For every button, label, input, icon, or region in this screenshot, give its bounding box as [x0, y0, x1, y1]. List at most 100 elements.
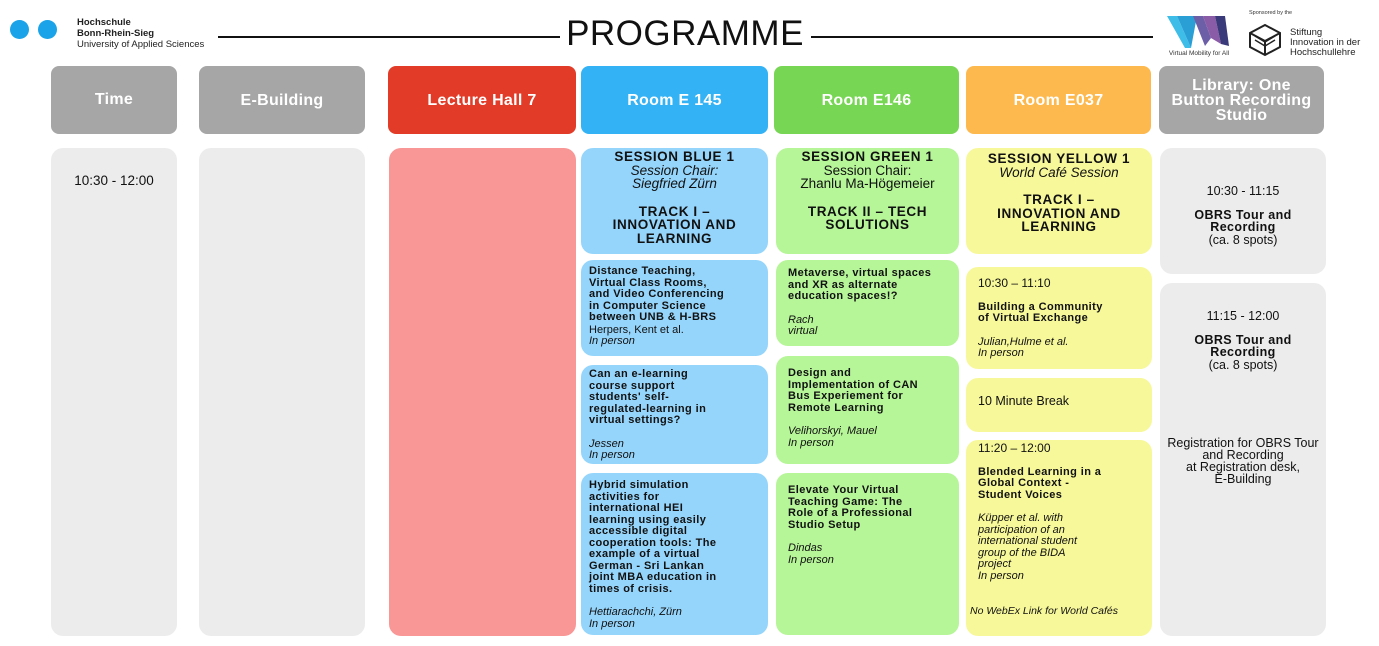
talk-mode: In person — [978, 347, 1024, 359]
talk-mode: In person — [589, 335, 635, 347]
talk-title-line: German - Sri Lankan — [589, 559, 705, 572]
session-chair-label: Session Chair: — [823, 162, 912, 178]
talk-title-line: education spaces!? — [788, 290, 898, 302]
library-spots: (ca. 8 spots) — [1208, 233, 1278, 247]
track-line: TRACK I – — [1023, 192, 1095, 207]
talk-authors: Jessen — [589, 437, 624, 450]
talk-title-line: cooperation tools: The — [589, 536, 717, 549]
talk-title-line: Blended Learning in a — [978, 465, 1102, 478]
talk-card[interactable]: Elevate Your Virtual Teaching Game: The … — [776, 473, 959, 635]
time-column: 10:30 - 12:00 — [51, 148, 177, 636]
column-header-lecture-hall: Lecture Hall 7 — [388, 66, 576, 134]
talk-mode: In person — [978, 569, 1024, 582]
session-card-green[interactable]: SESSION GREEN 1 Session Chair: Zhanlu Ma… — [776, 148, 959, 254]
track-line: INNOVATION AND — [997, 205, 1121, 221]
time-slot: 10:30 - 12:00 — [74, 173, 154, 188]
talk-mode: In person — [788, 436, 834, 449]
library-slot-2[interactable]: 11:15 - 12:00 OBRS Tour and Recording (c… — [1160, 283, 1326, 636]
slot-time: 11:20 – 12:00 — [978, 441, 1051, 455]
talk-title-line: Hybrid simulation — [589, 479, 689, 491]
session-card-blue[interactable]: SESSION BLUE 1 Session Chair: Siegfried … — [581, 148, 768, 254]
talk-title-line: Implementation of CAN — [788, 378, 919, 391]
talk-mode: In person — [589, 617, 635, 630]
talk-title-line: times of crisis. — [589, 582, 673, 595]
talk-title-line: Virtual Class Rooms, — [589, 276, 707, 289]
session-chair-name: Siegfried Zürn — [632, 176, 717, 191]
talk-title-line: between UNB & H-BRS — [589, 311, 717, 323]
talk-authors-line: Küpper et al. with — [978, 512, 1063, 524]
talk-card[interactable]: Hybrid simulation activities for interna… — [581, 473, 768, 635]
sponsor-line: Innovation in der — [1290, 37, 1361, 48]
session-subtitle: World Café Session — [999, 164, 1119, 180]
title-rule-left — [218, 36, 560, 38]
talk-authors-line: project — [978, 558, 1012, 570]
sponsored-by-label: Sponsored by the — [1249, 10, 1293, 16]
talk-title-line: learning using easily — [589, 513, 707, 526]
talk-title-line: Global Context - — [978, 477, 1070, 489]
session-title: SESSION BLUE 1 — [614, 149, 735, 164]
talk-title-line: Studio Setup — [788, 518, 861, 531]
slot-time: 10:30 - 11:15 — [1206, 184, 1280, 198]
talk-title-line: regulated-learning in — [589, 402, 707, 415]
talk-title-line: activities for — [589, 490, 660, 503]
talk-title-line: Building a Community — [978, 300, 1103, 313]
library-title-line: OBRS Tour and — [1194, 333, 1292, 347]
registration-line: and Recording — [1202, 448, 1284, 462]
library-slot-1[interactable]: 10:30 - 11:15 OBRS Tour and Recording (c… — [1160, 148, 1326, 274]
library-spots: (ca. 8 spots) — [1208, 358, 1278, 372]
talk-card[interactable]: Design and Implementation of CAN Bus Exp… — [776, 356, 959, 464]
break-label: 10 Minute Break — [978, 394, 1070, 408]
sponsor-name: Stiftung Innovation in der Hochschullehr… — [1290, 28, 1360, 58]
world-cafe-slot-2[interactable]: 11:20 – 12:00 Blended Learning in a Glob… — [966, 440, 1152, 636]
talk-authors-line: participation of an — [978, 523, 1065, 536]
talk-card[interactable]: Distance Teaching, Virtual Class Rooms, … — [581, 260, 768, 356]
registration-line: at Registration desk, — [1186, 460, 1300, 474]
talk-card[interactable]: Can an e-learning course support student… — [581, 365, 768, 464]
talk-authors: Herpers, Kent et al. — [589, 323, 684, 336]
session-chair-label: Session Chair: — [630, 162, 719, 178]
talk-authors-line: group of the BIDA — [978, 546, 1066, 559]
sponsor-line: Hochschullehre — [1290, 47, 1356, 58]
institution-line: Bonn-Rhein-Sieg — [77, 28, 155, 39]
track-line: TRACK II – TECH — [807, 203, 928, 219]
hbrs-logo-dot-right — [38, 20, 57, 39]
talk-title-line: Metaverse, virtual spaces — [788, 267, 932, 279]
talk-title-line: Teaching Game: The — [788, 495, 903, 508]
talk-title-line: in Computer Science — [589, 299, 707, 312]
registration-line: Registration for OBRS Tour — [1167, 436, 1319, 450]
column-header-time: Time — [51, 66, 177, 134]
track-line: LEARNING — [636, 230, 713, 246]
talk-authors: Velihorskyi, Mauel — [788, 425, 877, 437]
talk-title-line: Remote Learning — [788, 401, 884, 414]
column-header-room-e146: Room E146 — [774, 66, 959, 134]
talk-title-line: Design and — [788, 367, 852, 379]
column-header-room-e145: Room E 145 — [581, 66, 768, 134]
world-cafe-slot-1[interactable]: 10:30 – 11:10 Building a Community of Vi… — [966, 267, 1152, 369]
talk-title-line: Role of a Professional — [788, 507, 913, 519]
institution-line: Hochschule — [77, 17, 131, 28]
page-title: PROGRAMME — [566, 14, 804, 53]
session-chair-name: Zhanlu Ma-Högemeier — [800, 176, 935, 191]
library-title-line: OBRS Tour and — [1194, 208, 1292, 222]
talk-mode: In person — [788, 553, 834, 566]
session-card-yellow[interactable]: SESSION YELLOW 1 World Café Session TRAC… — [966, 148, 1152, 254]
talk-title-line: international HEI — [589, 502, 684, 514]
talk-title-line: joint MBA education in — [589, 571, 717, 583]
library-title-line: Recording — [1210, 345, 1276, 359]
institution-name: Hochschule Bonn-Rhein-Sieg University of… — [77, 17, 204, 50]
talk-mode: In person — [589, 449, 635, 461]
vma-logo-icon — [1167, 16, 1229, 48]
talk-title-line: Distance Teaching, — [589, 265, 696, 277]
talk-title-line: Student Voices — [978, 488, 1063, 501]
track-line: SOLUTIONS — [825, 217, 910, 232]
webex-note: No WebEx Link for World Cafés — [970, 605, 1119, 617]
column-header-library: Library: One Button Recording Studio — [1159, 66, 1324, 134]
registration-note: Registration for OBRS Tour and Recording… — [1162, 436, 1324, 486]
column-header-room-e037: Room E037 — [966, 66, 1151, 134]
slot-time: 11:15 - 12:00 — [1206, 309, 1280, 323]
institution-line: University of Applied Sciences — [77, 39, 205, 50]
session-title: SESSION YELLOW 1 — [987, 151, 1131, 166]
talk-title-line: Can an e-learning — [589, 368, 689, 380]
talk-title-line: of Virtual Exchange — [978, 312, 1089, 324]
talk-card[interactable]: Metaverse, virtual spaces and XR as alte… — [776, 260, 959, 346]
